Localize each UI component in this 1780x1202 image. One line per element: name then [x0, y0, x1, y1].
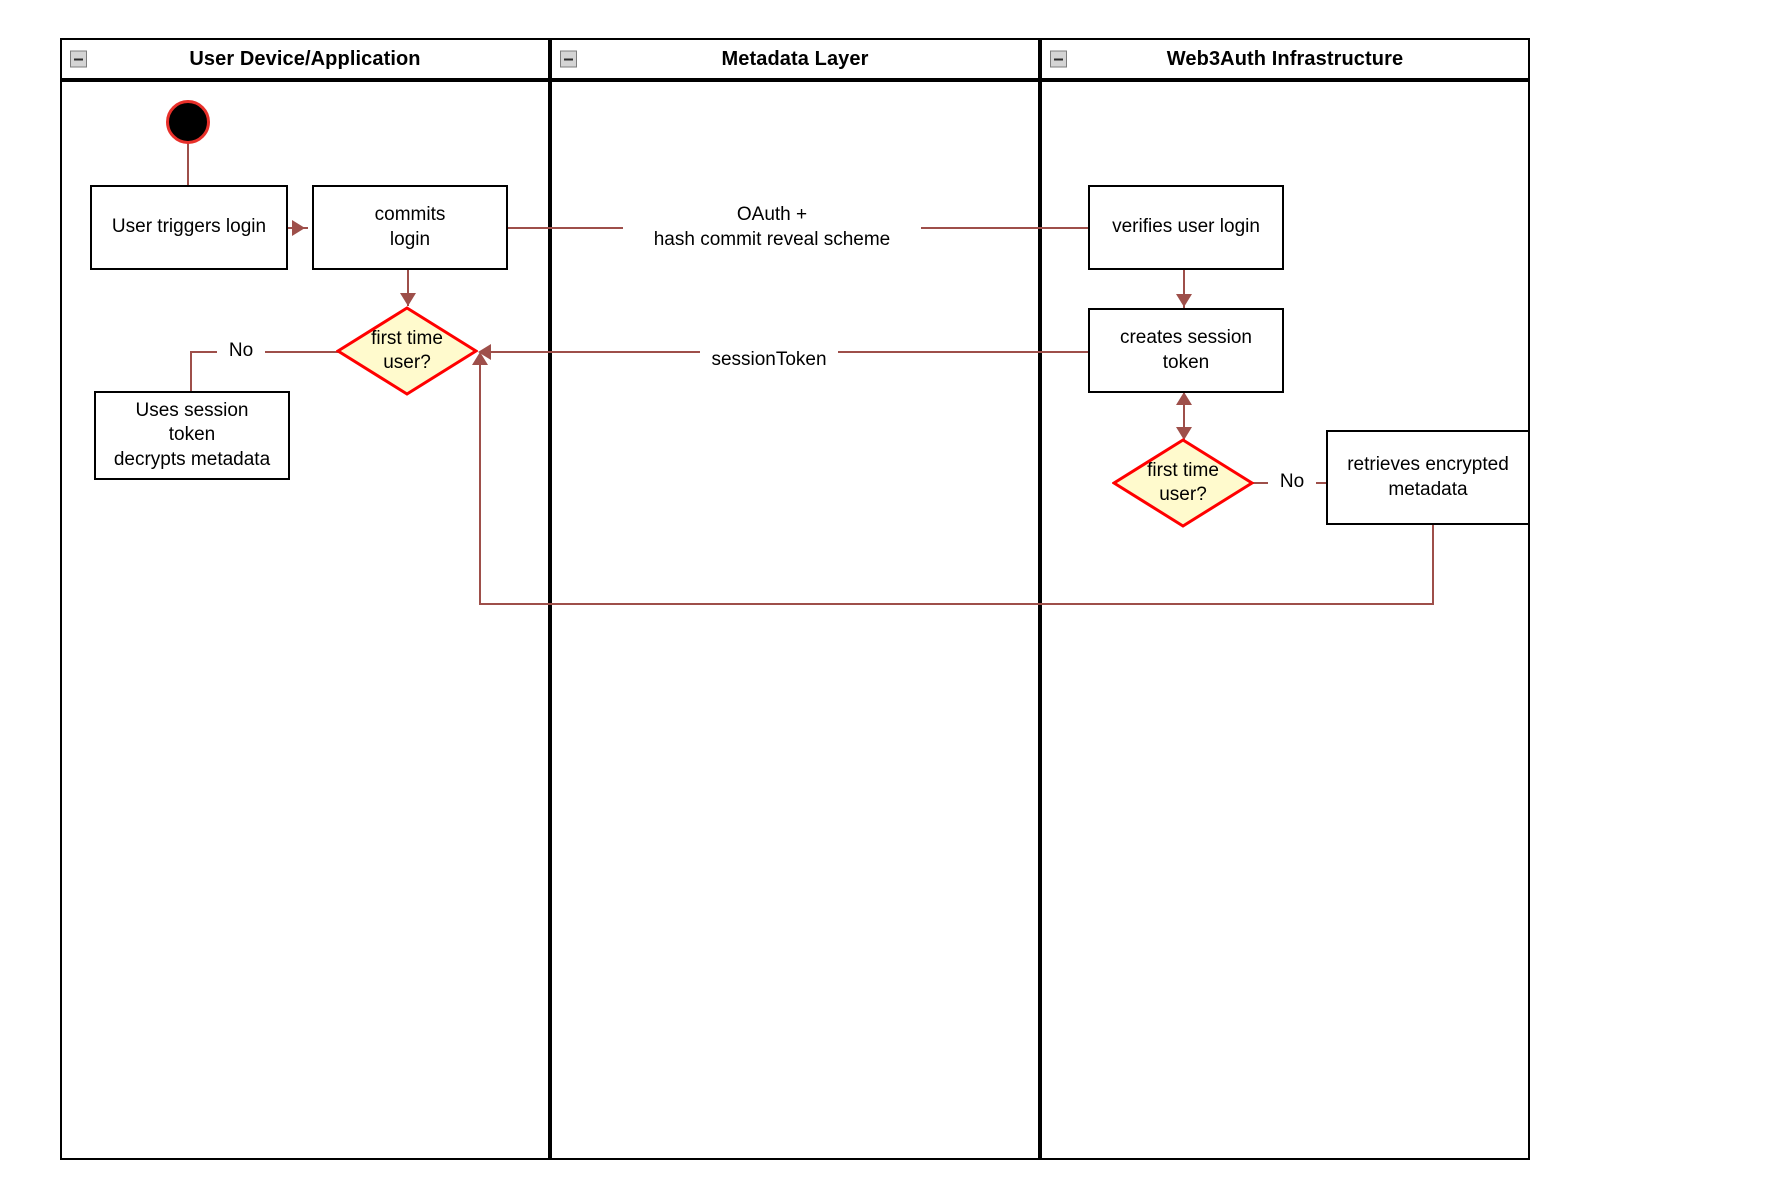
action-creates-session-token[interactable]: creates session token	[1088, 308, 1284, 393]
edge-retrieves-up-to-decision-left	[479, 360, 481, 605]
lane-body-web3auth	[1040, 80, 1530, 1160]
edge-commits-to-decision-left	[407, 270, 409, 306]
edge-decision-left-no	[190, 351, 345, 353]
collapse-minus-icon-metadata-layer[interactable]	[560, 50, 577, 68]
arrowhead-up-to-creates-session	[1176, 392, 1192, 405]
lane-body-user-device	[60, 80, 550, 1160]
edge-label-oauth: OAuth + hash commit reveal scheme	[623, 203, 921, 253]
edge-verifies-to-creates-session	[1183, 270, 1185, 308]
action-user-triggers-login-label: User triggers login	[111, 216, 267, 238]
lane-header-web3auth[interactable]: Web3Auth Infrastructure	[1040, 38, 1530, 80]
action-verifies-user-login[interactable]: verifies user login	[1088, 185, 1284, 270]
action-commits-login-label: commits login	[374, 204, 446, 250]
decision-first-time-user-right[interactable]: first time user?	[1112, 438, 1254, 528]
decision-first-time-user-right-label: first time user?	[1147, 460, 1219, 505]
arrowhead-up-to-decision-left	[472, 352, 488, 365]
edge-creates-session-to-decision-right	[1183, 392, 1185, 440]
decision-first-time-user-left[interactable]: first time user?	[336, 306, 478, 396]
lane-title-user-device: User Device/Application	[189, 47, 421, 70]
arrowhead-down-to-creates-session	[1176, 294, 1192, 307]
initial-node-start	[166, 100, 210, 144]
action-user-triggers-login[interactable]: User triggers login	[90, 185, 288, 270]
arrowhead-down-to-decision-left	[400, 293, 416, 306]
edge-label-no-left: No	[217, 339, 265, 364]
edge-retrieves-back-left	[479, 603, 1434, 605]
collapse-minus-icon-web3auth[interactable]	[1050, 50, 1067, 68]
action-retrieves-encrypted-metadata[interactable]: retrieves encrypted metadata	[1326, 430, 1530, 525]
arrowhead-down-to-decision-right	[1176, 427, 1192, 440]
edge-label-no-right: No	[1268, 470, 1316, 495]
collapse-minus-icon-user-device[interactable]	[70, 50, 87, 68]
edge-retrieves-down	[1432, 525, 1434, 605]
edge-start-to-user-triggers-login	[187, 142, 189, 186]
edge-label-session-token: sessionToken	[700, 348, 838, 373]
action-commits-login[interactable]: commits login	[312, 185, 508, 270]
action-uses-session-token-label: Uses session token decrypts metadata	[113, 400, 271, 470]
action-creates-session-token-label: creates session token	[1119, 327, 1252, 373]
lane-header-user-device[interactable]: User Device/Application	[60, 38, 550, 80]
action-retrieves-encrypted-metadata-label: retrieves encrypted metadata	[1347, 454, 1509, 500]
lane-header-metadata-layer[interactable]: Metadata Layer	[550, 38, 1040, 80]
lane-title-web3auth: Web3Auth Infrastructure	[1166, 47, 1404, 70]
decision-diamond-shape-left	[336, 306, 478, 396]
lane-body-metadata-layer	[550, 80, 1040, 1160]
edge-decision-left-no-down	[190, 351, 192, 391]
arrowhead-right-to-commits	[292, 220, 305, 236]
action-verifies-user-login-label: verifies user login	[1112, 216, 1260, 238]
lane-title-metadata-layer: Metadata Layer	[721, 47, 869, 70]
decision-first-time-user-left-label: first time user?	[371, 328, 443, 373]
action-uses-session-token[interactable]: Uses session token decrypts metadata	[94, 391, 290, 480]
decision-diamond-shape-right	[1112, 438, 1254, 528]
